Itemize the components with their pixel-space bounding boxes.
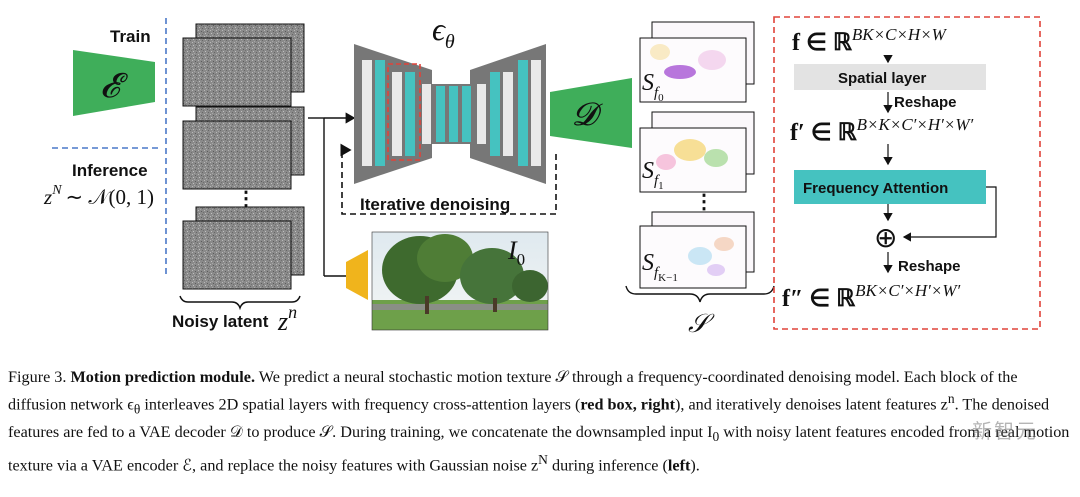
caption-title: Motion prediction module. — [70, 368, 256, 386]
texture-label-0: Sf0 — [642, 70, 664, 104]
train-label: Train — [110, 27, 151, 46]
texture-dots: ⋮ — [694, 191, 714, 213]
caption-left: left — [667, 456, 691, 475]
caption-text-1: We predict a neural stochastic motion te… — [8, 368, 1018, 414]
caption-sup-N: N — [538, 452, 548, 468]
latent-symbol: zn — [277, 302, 297, 336]
caption-sub-theta: θ — [133, 402, 141, 418]
figure-number: Figure 3. — [8, 368, 67, 386]
frequency-panel — [773, 16, 1041, 330]
reshape1-label: Reshape — [894, 94, 957, 111]
inference-label: Inference — [72, 161, 148, 180]
plus-symbol: ⊕ — [874, 223, 897, 254]
decoder-block: 𝓓 — [550, 78, 632, 148]
unet-symbol: ϵθ — [432, 11, 455, 53]
caption-text-5: with noisy latent features encoded from … — [8, 423, 1070, 475]
input-image: I0 — [371, 231, 549, 331]
caption-red-box: red box, right — [580, 395, 675, 414]
noisy-latent-stack: ⋮ — [182, 23, 305, 290]
texture-set-symbol: 𝒮 — [688, 309, 715, 338]
figure-caption: Figure 3. Motion prediction module. We p… — [8, 366, 1072, 477]
latent-dots: ⋮ — [236, 188, 256, 210]
panel-eq3: f″ ∈ ℝBK×C′×H′×W′ — [782, 281, 961, 312]
caption-text-7: ). — [690, 456, 700, 475]
skip-connection — [902, 186, 997, 242]
latent-brace — [179, 295, 301, 311]
iterative-loop — [340, 143, 557, 215]
spatial-layer-box — [794, 64, 986, 90]
caption-text-6: during inference ( — [547, 456, 668, 475]
unet-block — [354, 44, 546, 184]
motion-texture-stack: Sf0 Sf1 ⋮ SfK−1 — [639, 21, 755, 289]
texture-label-1: Sf1 — [642, 158, 664, 192]
caption-text-3: ), and iteratively denoises latent featu… — [674, 395, 948, 414]
noise-dist: zN∼ 𝒩(0, 1) — [43, 183, 154, 209]
panel-eq2: f′ ∈ ℝB×K×C′×H′×W′ — [790, 115, 973, 146]
caption-sup-n: n — [947, 391, 955, 407]
encoder-block: 𝓔 — [73, 50, 155, 116]
iterative-label: Iterative denoising — [360, 195, 510, 214]
caption-text-4: . The denoised features are fed to a VAE… — [8, 395, 1050, 442]
freq-attention-label: Frequency Attention — [803, 180, 948, 197]
caption-sub-0: 0 — [712, 429, 720, 445]
freq-attention-box — [794, 170, 986, 204]
image-downsampler — [346, 250, 368, 300]
reshape2-label: Reshape — [898, 258, 961, 275]
motion-prediction-figure: Train 𝓔 Inference zN∼ 𝒩(0, 1) ⋮ Noisy la… — [43, 11, 1041, 338]
image-label: I0 — [507, 236, 525, 269]
spatial-layer-label: Spatial layer — [838, 70, 927, 87]
texture-label-k: SfK−1 — [642, 250, 678, 284]
caption-text-2: interleaves 2D spatial layers with frequ… — [140, 395, 581, 414]
panel-eq1: f ∈ ℝBK×C×H×W — [792, 25, 948, 56]
texture-brace — [625, 285, 775, 303]
noisy-latent-label: Noisy latent — [172, 312, 269, 331]
watermark-logo: 新智元 — [972, 419, 1038, 443]
